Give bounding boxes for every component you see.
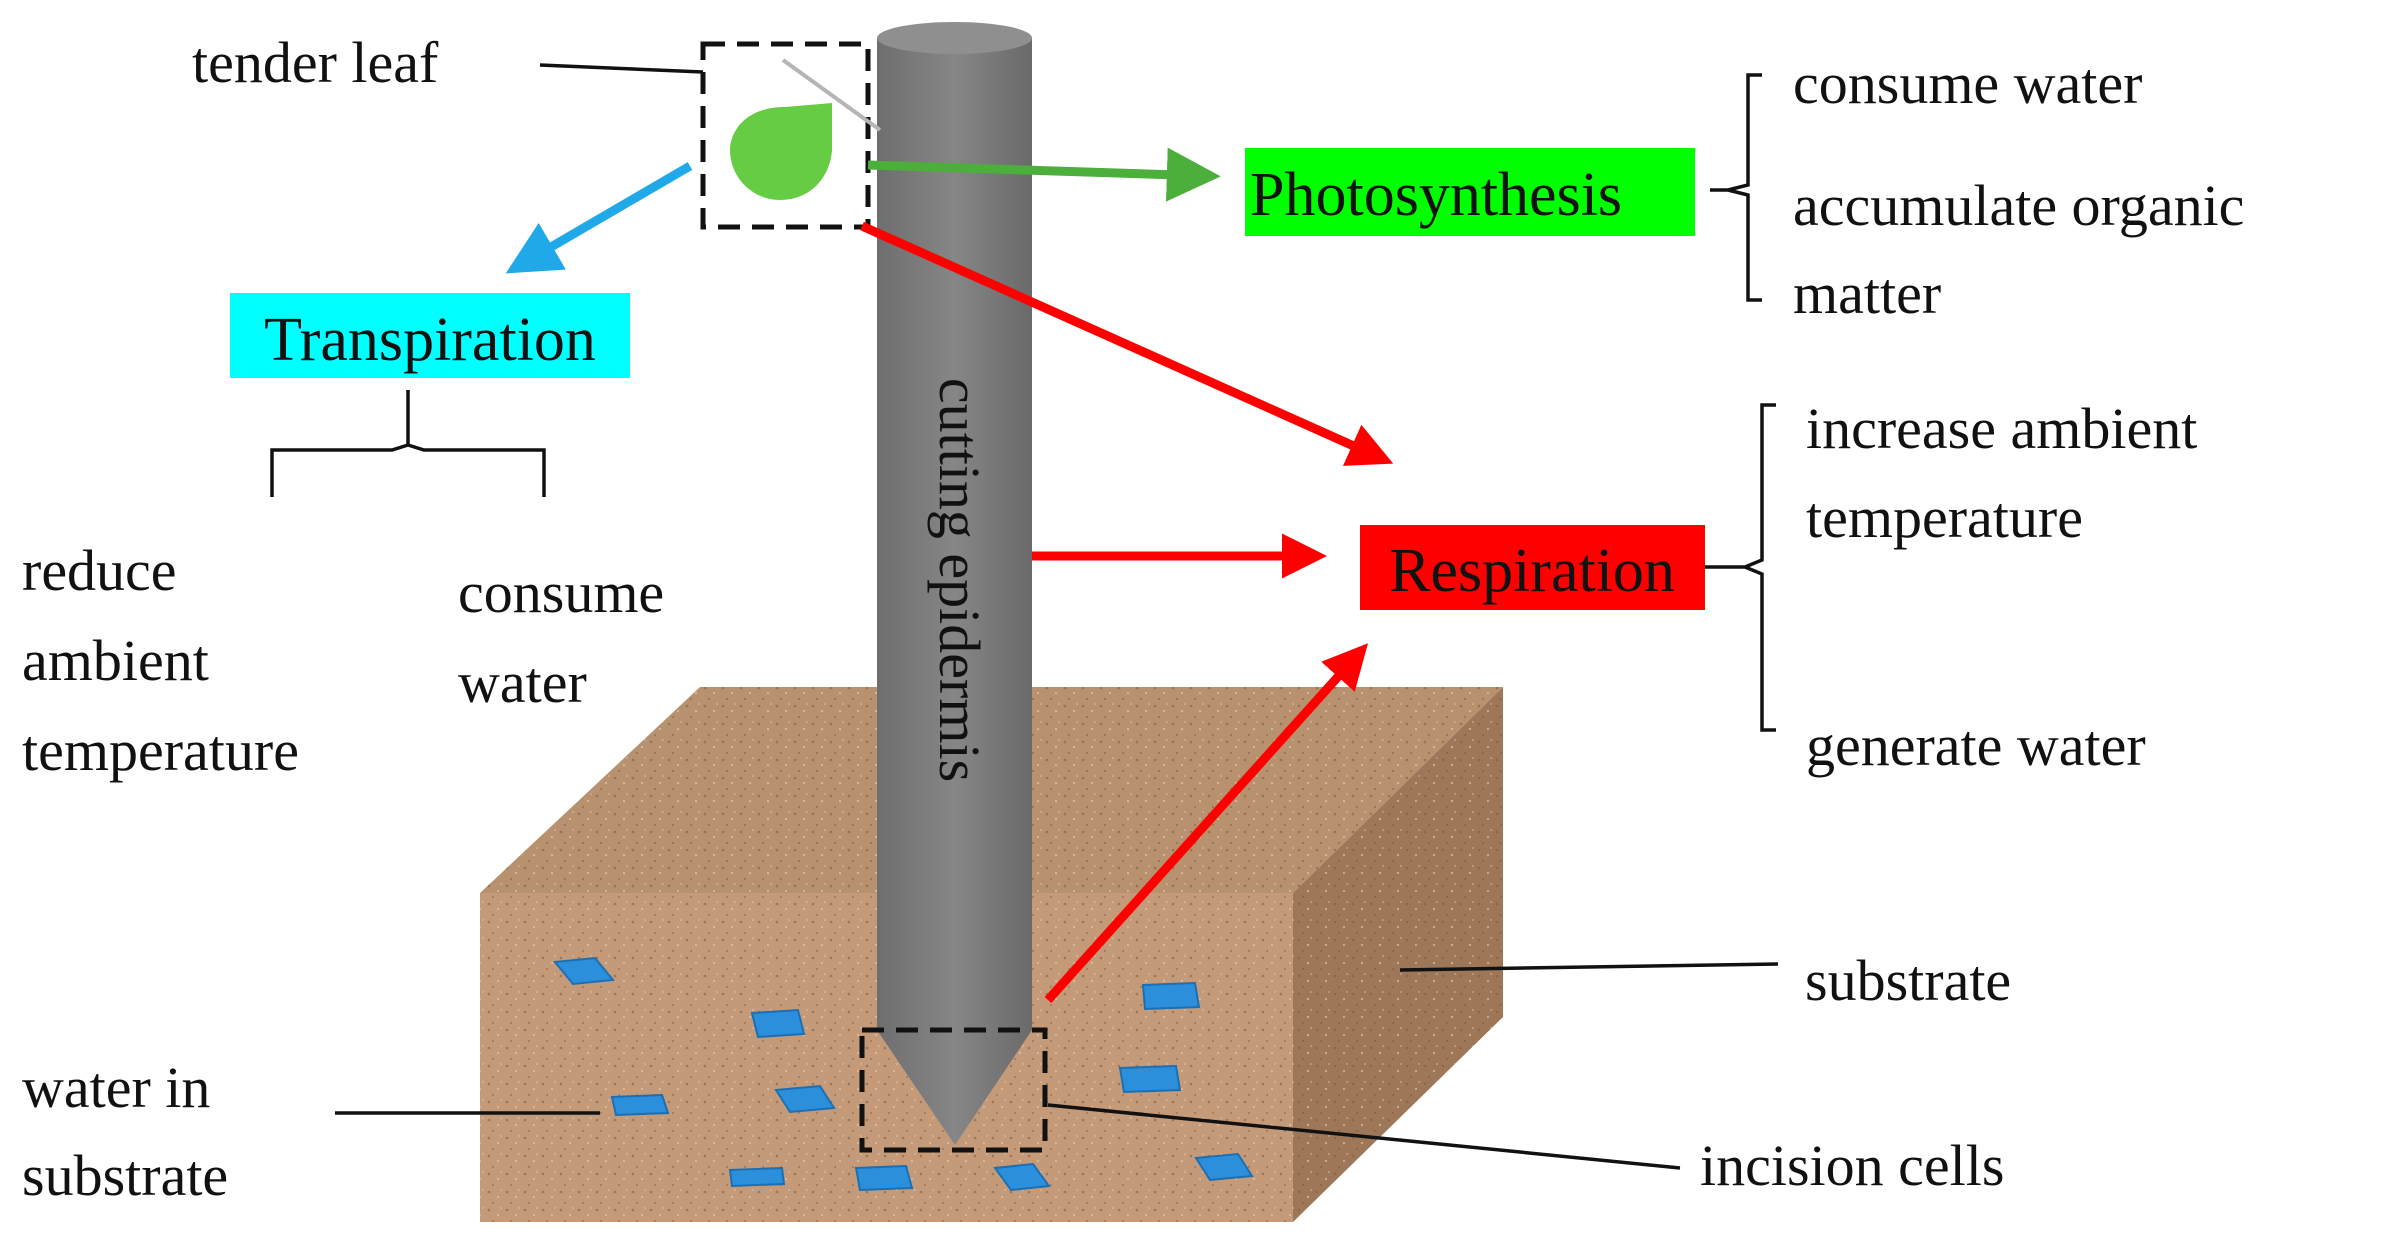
- photosynthesis-arrow: [867, 147, 1221, 202]
- transpiration-arrow: [505, 162, 693, 274]
- incision-cells-box: [859, 1027, 1048, 1153]
- water-patches: [553, 956, 1254, 1192]
- incision-cells-label: incision cells: [1700, 1133, 2004, 1198]
- substrate-label: substrate: [1805, 948, 2011, 1013]
- water-patch: [1141, 981, 1201, 1011]
- cutting-epidermis-label: cutting epidermis: [927, 378, 992, 782]
- cutting-stem: [877, 22, 1032, 1145]
- photosynthesis-label: Photosynthesis: [1250, 161, 1622, 229]
- water-patch: [728, 1166, 786, 1188]
- effect-text: temperature: [1806, 485, 2083, 550]
- tender-leaf-box: [700, 41, 871, 230]
- water-in-substrate-label: water in: [22, 1055, 210, 1120]
- effect-text: increase ambient: [1806, 396, 2197, 461]
- respiration-box: Respiration: [1360, 525, 1705, 610]
- respiration-brace: [1705, 403, 1776, 732]
- water-patch: [774, 1084, 836, 1114]
- transpiration-effects-right: consume water: [458, 560, 664, 715]
- respiration-label: Respiration: [1389, 537, 1675, 605]
- water-patch: [1194, 1152, 1254, 1182]
- substrate-leader: [1399, 962, 1779, 972]
- tender-leaf-label: tender leaf: [192, 30, 439, 95]
- transpiration-box: Transpiration: [230, 293, 630, 378]
- water-patch: [993, 1162, 1051, 1192]
- leaf-petiole: [781, 58, 882, 132]
- photosynthesis-box: Photosynthesis: [1245, 148, 1695, 236]
- transpiration-effects-left: reduce ambient temperature: [22, 538, 299, 783]
- effect-text: consume: [458, 560, 664, 625]
- transpiration-label: Transpiration: [264, 306, 596, 374]
- effect-text: water: [458, 650, 587, 715]
- respiration-effects: increase ambient temperature generate wa…: [1806, 396, 2197, 778]
- water-patch: [610, 1093, 670, 1117]
- effect-text: ambient: [22, 628, 209, 693]
- water-patch: [553, 956, 615, 986]
- effect-text: generate water: [1806, 713, 2146, 778]
- water-patch: [750, 1008, 806, 1039]
- photosynthesis-brace: [1710, 73, 1762, 302]
- tender-leaf-icon: [730, 103, 832, 200]
- photosynthesis-effects: consume water accumulate organic matter: [1793, 51, 2244, 326]
- water-patch: [1118, 1064, 1182, 1094]
- effect-text: reduce: [22, 538, 177, 603]
- tender-leaf-leader: [539, 63, 704, 74]
- water-in-substrate-label-line2: substrate: [22, 1143, 228, 1208]
- effect-text: consume water: [1793, 51, 2142, 116]
- effect-text: temperature: [22, 718, 299, 783]
- transpiration-brace: [270, 390, 546, 497]
- incision-cells-leader: [1047, 1103, 1681, 1170]
- effect-text: accumulate organic: [1793, 173, 2244, 238]
- respiration-arrow-leaf: [860, 221, 1394, 466]
- effect-text: matter: [1793, 261, 1941, 326]
- water-patch: [854, 1164, 914, 1192]
- respiration-arrow-incision: [1044, 643, 1369, 1004]
